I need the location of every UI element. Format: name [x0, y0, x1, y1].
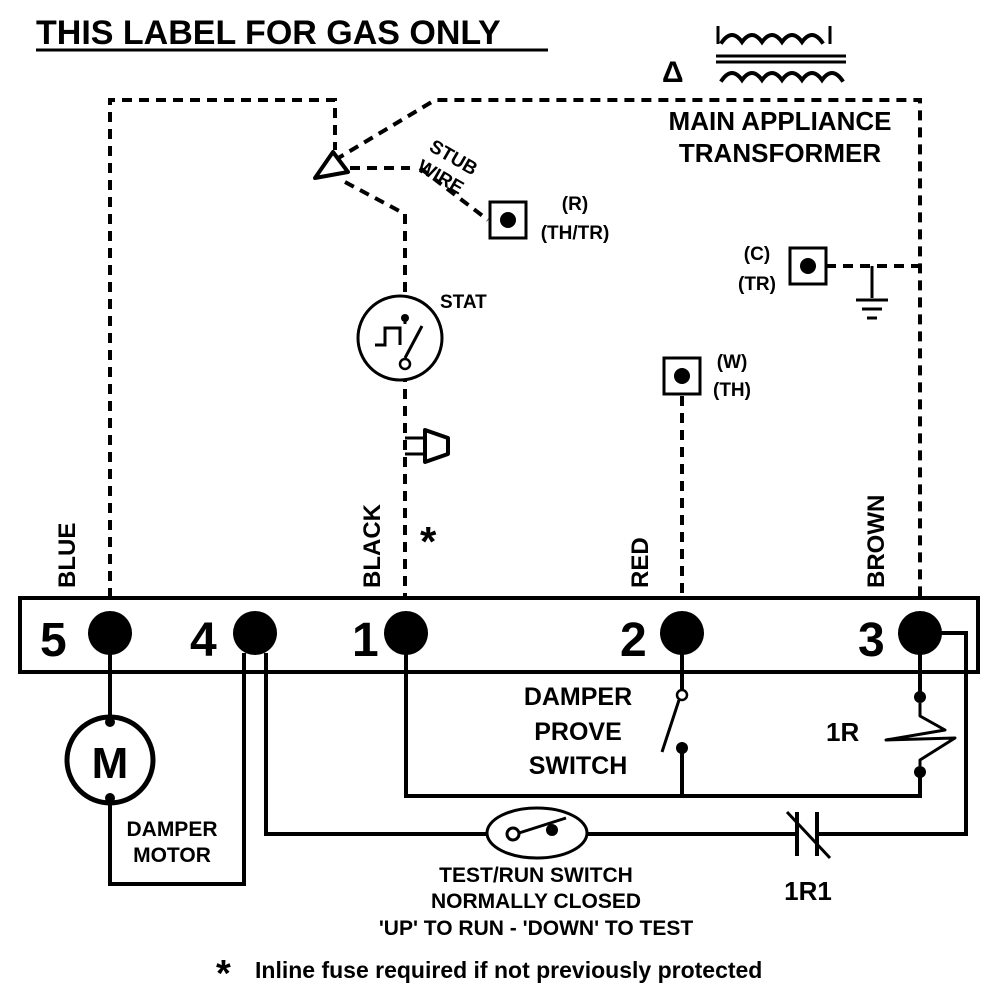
terminal-screw-2 [660, 611, 704, 655]
test-run-switch-icon [485, 806, 589, 860]
terminal-w-label-line1: (W) [717, 352, 748, 373]
field-wiring-dashed [108, 98, 922, 598]
terminal-number-1: 1 [352, 614, 379, 667]
terminal-number-3: 3 [858, 614, 885, 667]
wire-label-black: BLACK [359, 503, 386, 588]
thermostat-icon [356, 294, 444, 382]
terminal-number-5: 5 [40, 614, 67, 667]
prove-switch-label-line1: DAMPER [524, 683, 632, 711]
terminal-r-label-line1: (R) [562, 194, 588, 215]
stub-wire-connector-icon [313, 150, 350, 180]
wire-label-blue: BLUE [54, 523, 81, 588]
motor-symbol: M [92, 739, 129, 788]
terminal-number-2: 2 [620, 614, 647, 667]
motor-label-line2: MOTOR [133, 844, 211, 867]
relay-contact-icon [785, 810, 832, 860]
ground-icon [856, 266, 888, 320]
test-switch-label-line1: TEST/RUN SWITCH [439, 864, 633, 887]
terminal-screw-5 [88, 611, 132, 655]
terminal-screw-3 [898, 611, 942, 655]
terminal-block [18, 596, 980, 674]
transformer-symbol: Δ [662, 56, 684, 89]
terminal-c [788, 246, 828, 286]
inline-connector-icon [405, 428, 450, 464]
test-switch-label-line3: 'UP' TO RUN - 'DOWN' TO TEST [379, 917, 694, 940]
terminal-r [488, 200, 528, 240]
prove-switch-label-line3: SWITCH [529, 752, 628, 780]
prove-switch-icon [660, 688, 689, 754]
internal-wiring [108, 631, 968, 886]
terminal-w [662, 356, 702, 396]
stat-label: STAT [440, 292, 487, 313]
footnote-text: Inline fuse required if not previously p… [255, 957, 762, 983]
fuse-mark: * [420, 518, 437, 565]
relay-contact-label: 1R1 [784, 876, 832, 906]
terminal-c-label-line1: (C) [744, 244, 770, 265]
terminal-screw-4 [233, 611, 277, 655]
relay-coil-label: 1R [826, 717, 859, 747]
transformer-label-line2: TRANSFORMER [679, 138, 881, 168]
transformer-label-line1: MAIN APPLIANCE [669, 106, 892, 136]
relay-coil-icon [884, 691, 957, 778]
title: THIS LABEL FOR GAS ONLY [36, 14, 501, 52]
motor-label-line1: DAMPER [126, 818, 217, 841]
wire-label-red: RED [627, 537, 654, 588]
terminal-screw-1 [384, 611, 428, 655]
terminal-number-4: 4 [190, 614, 217, 667]
terminal-c-label-line2: (TR) [738, 274, 776, 295]
terminal-w-label-line2: (TH) [713, 380, 751, 401]
test-switch-label-line2: NORMALLY CLOSED [431, 890, 641, 913]
motor-icon [64, 714, 156, 806]
wire-label-brown: BROWN [863, 495, 890, 588]
prove-switch-label-line2: PROVE [534, 718, 622, 746]
transformer-icon [716, 26, 846, 84]
footnote-star: * [216, 953, 231, 995]
terminal-r-label-line2: (TH/TR) [541, 223, 610, 244]
